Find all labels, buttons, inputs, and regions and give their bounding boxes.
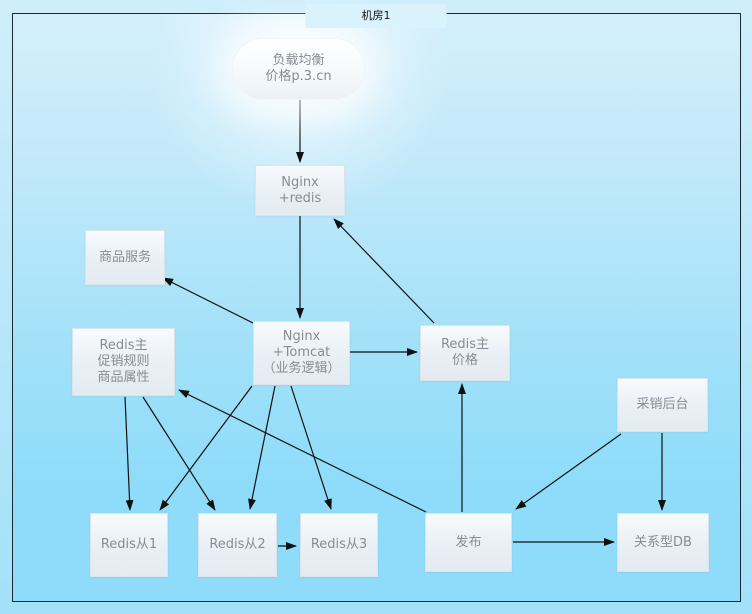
node-product-service-label: 商品服务 — [98, 249, 151, 265]
node-procurement-backend: 采销后台 — [617, 378, 708, 432]
node-load-balancer: 负载均衡价格p.3.cn — [232, 38, 365, 100]
node-redis-master-promo-label: 促销规则 — [97, 354, 150, 370]
node-redis-master-promo-label: 商品属性 — [97, 369, 150, 385]
node-redis-slave-2: Redis从2 — [198, 513, 277, 577]
node-nginx-tomcat: Nginx+Tomcat（业务逻辑） — [253, 321, 350, 385]
node-load-balancer-label: 负载均衡 — [272, 53, 325, 69]
node-redis-master-price-label: Redis主 — [440, 337, 490, 353]
node-load-balancer-label: 价格p.3.cn — [265, 69, 332, 84]
machine-room-label: 机房1 — [305, 4, 447, 28]
node-nginx-redis-label: Nginx — [281, 174, 319, 190]
node-procurement-backend-label: 采销后台 — [636, 397, 689, 413]
node-relational-db-label: 关系型DB — [634, 534, 692, 550]
node-relational-db: 关系型DB — [617, 513, 709, 572]
node-redis-master-price-label: 价格 — [451, 353, 478, 368]
node-nginx-tomcat-label: （业务逻辑） — [262, 360, 341, 376]
node-nginx-redis: Nginx+redis — [255, 165, 345, 216]
node-redis-slave-3-label: Redis从3 — [310, 537, 368, 553]
node-redis-master-promo-label: Redis主 — [99, 338, 148, 354]
node-nginx-redis-label: +redis — [278, 190, 322, 206]
node-redis-slave-2-label: Redis从2 — [209, 537, 266, 553]
node-redis-master-promo: Redis主促销规则商品属性 — [72, 328, 175, 396]
node-nginx-tomcat-label: Nginx — [282, 329, 321, 345]
node-redis-slave-3: Redis从3 — [300, 513, 378, 577]
node-redis-slave-1-label: Redis从1 — [100, 537, 158, 553]
node-publish: 发布 — [425, 513, 512, 572]
node-publish-label: 发布 — [455, 534, 482, 550]
node-nginx-tomcat-label: +Tomcat — [272, 345, 331, 361]
node-product-service: 商品服务 — [85, 230, 165, 285]
node-redis-master-price: Redis主价格 — [420, 325, 510, 381]
node-redis-slave-1: Redis从1 — [90, 513, 168, 577]
